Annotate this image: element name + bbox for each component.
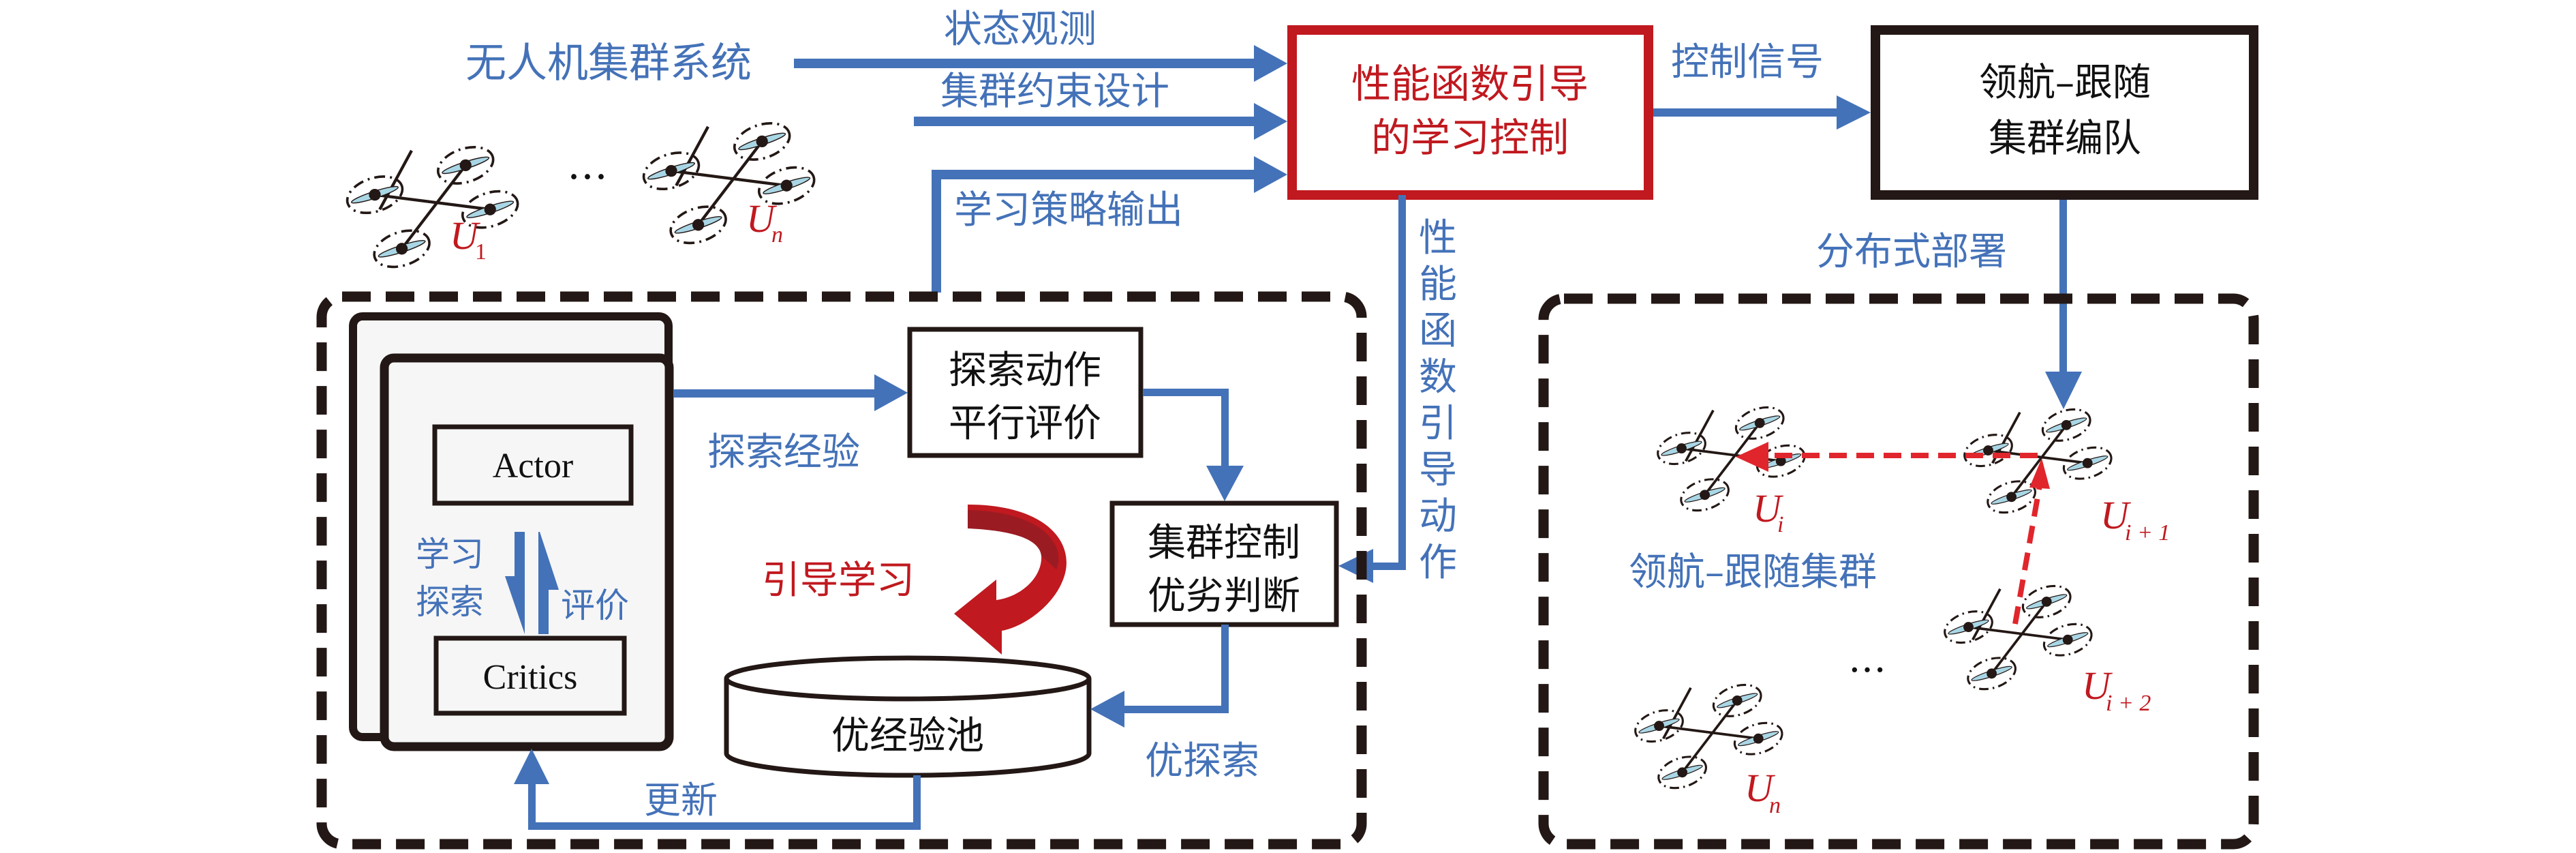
drone-ui-label: U <box>1753 486 1784 530</box>
drone-ui2: U i + 2 <box>1941 580 2151 716</box>
parallel-line2: 平行评价 <box>949 402 1101 446</box>
follow-arrow-horizontal <box>1736 442 2038 472</box>
drone-un-top-label: U <box>746 196 778 241</box>
actor-label: Actor <box>493 447 573 485</box>
guided-learning-arrow-icon <box>954 505 1067 655</box>
label-state-observation: 状态观测 <box>944 8 1097 52</box>
label-distributed-deploy: 分布式部署 <box>1816 230 2007 274</box>
arrow-distributed-deploy <box>2045 200 2082 409</box>
drone-ui1-label: U <box>2100 493 2132 537</box>
label-guided-action: 性 能 函 数 引 导 动 作 <box>1419 216 1457 585</box>
guided-char: 作 <box>1419 541 1457 585</box>
drone-u1-sub: 1 <box>475 239 487 265</box>
guided-learning-label: 引导学习 <box>762 558 915 603</box>
evaluate-arrow <box>538 532 559 634</box>
controller-line1: 性能函数引导 <box>1351 61 1589 107</box>
arrow-control-signal <box>1653 95 1871 130</box>
judge-line2: 优劣判断 <box>1148 574 1300 618</box>
arrow-explore-experience <box>673 374 908 411</box>
drone-ui2-sub: i + 2 <box>2106 691 2151 716</box>
guided-char: 性 <box>1419 216 1457 260</box>
drone-un-label: U <box>1745 766 1776 810</box>
guided-char: 动 <box>1419 494 1457 539</box>
controller-line2: 的学习控制 <box>1371 115 1569 161</box>
pool-label: 优经验池 <box>831 714 984 758</box>
drone-ui1: U i + 1 <box>1961 404 2170 545</box>
parallel-line1: 探索动作 <box>949 348 1101 393</box>
guided-char: 引 <box>1419 402 1457 446</box>
label-explore-experience: 探索经验 <box>707 430 860 475</box>
learn-explore-arrow <box>505 532 525 634</box>
guided-char: 能 <box>1419 263 1457 307</box>
formation-box: 领航–跟随 集群编队 <box>1871 25 2258 200</box>
critics-label: Critics <box>483 658 578 697</box>
drone-un-top-sub: n <box>771 222 783 248</box>
judge-line1: 集群控制 <box>1148 521 1300 565</box>
formation-line1: 领航–跟随 <box>1979 61 2151 105</box>
formation-panel-frame <box>1538 293 2259 850</box>
formation-ellipsis: … <box>1848 637 1886 681</box>
guided-char: 数 <box>1419 355 1457 400</box>
parallel-eval-box: 探索动作 平行评价 <box>907 327 1144 458</box>
experience-pool: 优经验池 <box>724 655 1092 778</box>
drone-ui1-sub: i + 1 <box>2125 520 2170 545</box>
label-better-explore: 优探索 <box>1145 739 1259 783</box>
guided-char: 导 <box>1419 448 1457 492</box>
arrow-to-judge <box>1143 389 1244 501</box>
critics-box: Critics <box>433 635 627 716</box>
arrow-guided-action <box>1338 195 1406 583</box>
label-update: 更新 <box>644 779 718 822</box>
guided-char: 函 <box>1419 309 1457 353</box>
drone-u1: U 1 <box>343 140 523 273</box>
arrow-constraint-design <box>914 103 1287 140</box>
system-label: 无人机集群系统 <box>465 40 752 87</box>
drone-un: U n <box>1631 679 1786 818</box>
drone-un-sub: n <box>1769 793 1781 818</box>
top-ellipsis: … <box>567 141 608 189</box>
label-constraint-design: 集群约束设计 <box>940 70 1169 114</box>
drone-ui: U i <box>1654 402 1809 537</box>
learn-label: 学习 <box>416 535 484 574</box>
group-label: 领航–跟随集群 <box>1629 550 1877 595</box>
label-control-signal: 控制信号 <box>1671 40 1824 85</box>
follow-arrow-vertical <box>2012 458 2050 625</box>
drone-u1-label: U <box>450 213 481 258</box>
formation-line2: 集群编队 <box>1989 117 2141 161</box>
drone-ui2-label: U <box>2082 663 2113 708</box>
arrow-policy-output <box>932 156 1287 293</box>
label-policy-output: 学习策略输出 <box>954 188 1183 233</box>
arrow-state-observation <box>794 45 1287 82</box>
controller-box: 性能函数引导 的学习控制 <box>1287 25 1653 200</box>
learning-panel-frame <box>316 291 1367 850</box>
drone-ui-sub: i <box>1777 512 1783 537</box>
explore-label: 探索 <box>416 582 484 622</box>
arrow-update <box>514 749 921 830</box>
actor-box: Actor <box>432 424 634 506</box>
drone-un-top: U n <box>639 117 819 250</box>
arrow-better-explore <box>1090 625 1229 728</box>
evaluate-label: 评价 <box>561 586 629 625</box>
judge-box: 集群控制 优劣判断 <box>1109 500 1339 627</box>
